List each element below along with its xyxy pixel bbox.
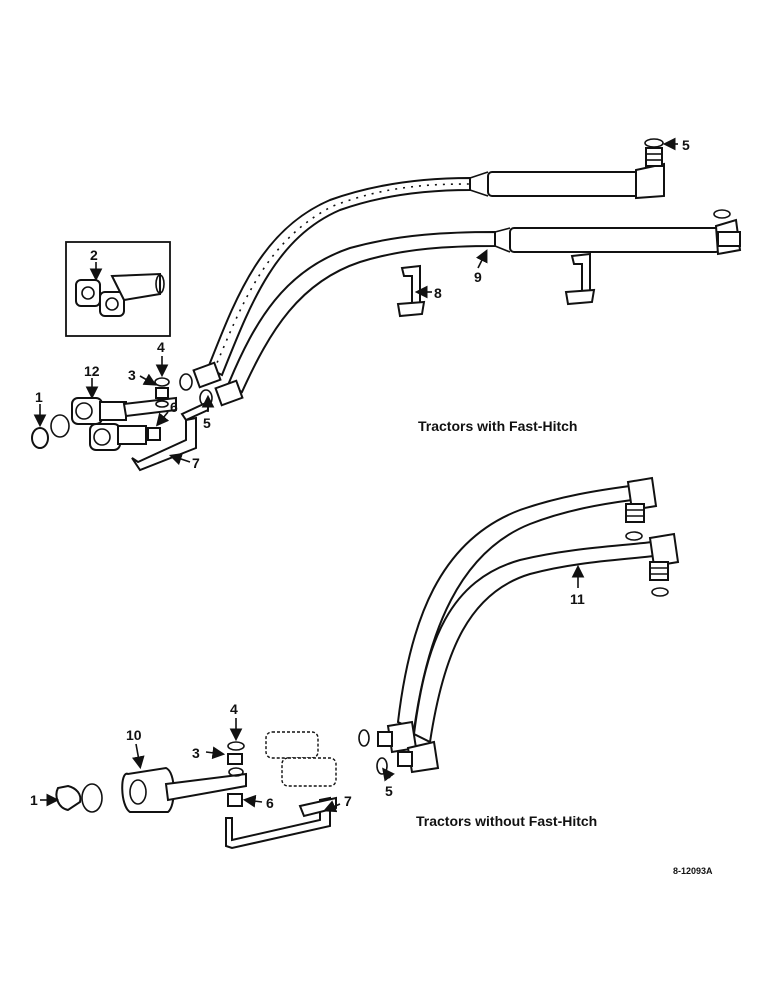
drawing-code: 8-12093A [673,866,713,876]
lower-assembly: 4 3 10 1 6 7 11 5 Tractors without Fast-… [30,476,680,850]
hose-clamp-bracket [396,252,596,318]
callout-9: 9 [474,269,482,285]
callout-10: 10 [126,727,142,743]
callout-7: 7 [344,793,352,809]
lower-callout-leaders [40,564,585,813]
callout-6: 6 [170,399,178,415]
dust-cap [31,414,70,449]
support-bracket [131,400,209,472]
lower-nut-and-washer [227,741,245,777]
coupler-body [121,766,247,813]
hose-lower-outer [396,476,658,732]
callout-12: 12 [84,363,100,379]
hose-lower-inner [412,532,680,744]
callout-5-lower: 5 [203,415,211,431]
lower-dust-cap [55,783,103,813]
callout-1: 1 [30,792,38,808]
spacer [147,427,161,441]
lower-callout-labels: 4 3 10 1 6 7 11 5 [30,591,585,811]
hose-upper-outer [206,138,665,377]
callout-3: 3 [128,367,136,383]
callout-2: 2 [90,247,98,263]
dust-plugs [265,731,337,787]
callout-8: 8 [434,285,442,301]
coupler-inset-box [65,241,171,337]
callout-5-upper: 5 [682,137,690,153]
callout-7: 7 [192,455,200,471]
hose-upper-inner [226,209,742,394]
callout-4: 4 [230,701,238,717]
upper-callout-leaders [33,137,678,466]
callout-4: 4 [157,339,165,355]
caption-without-fast-hitch: Tractors without Fast-Hitch [416,813,597,829]
callout-5: 5 [385,783,393,799]
callout-6: 6 [266,795,274,811]
lower-hose-end-fittings [358,720,440,775]
lower-spacer [227,793,243,807]
upper-assembly: 2 12 1 3 4 6 7 8 9 5 5 Tractors with Fas… [31,137,742,472]
hose-end-fittings [179,361,244,407]
callout-1: 1 [35,389,43,405]
upper-callout-labels: 2 12 1 3 4 6 7 8 9 5 5 [35,137,690,471]
callout-3: 3 [192,745,200,761]
coupler-assembly [71,396,177,451]
callout-11: 11 [570,591,585,607]
caption-with-fast-hitch: Tractors with Fast-Hitch [418,418,577,434]
